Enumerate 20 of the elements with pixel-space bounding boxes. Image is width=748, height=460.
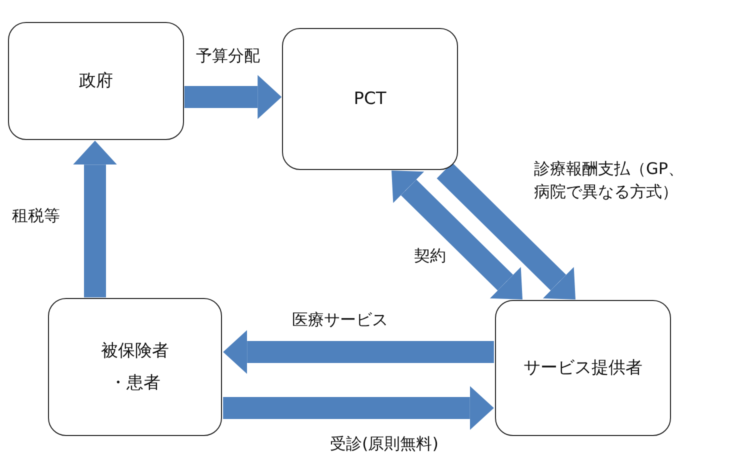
rounded-box [495, 300, 671, 436]
edge-label: 受診(原則無料) [330, 433, 438, 455]
box-label: 政府 [79, 70, 113, 93]
edge-label: 診療報酬支払（GP、病院で異なる方式） [534, 158, 686, 204]
edge-label: 契約 [414, 245, 446, 267]
block-arrow [223, 330, 494, 374]
block-arrow [184, 75, 282, 119]
block-arrow [73, 140, 117, 298]
block-arrow [223, 386, 494, 430]
box-label: サービス提供者 [524, 356, 642, 380]
edge-label: 租税等 [12, 205, 60, 227]
box-label: PCT [354, 88, 386, 111]
block-arrow [392, 170, 522, 300]
box-label: 被保険者・患者 [100, 340, 170, 395]
block-arrow [436, 162, 576, 300]
rounded-box [8, 22, 184, 140]
edge-label: 医療サービス [292, 309, 388, 331]
rounded-box [48, 298, 222, 436]
edge-label: 予算分配 [196, 45, 260, 67]
rounded-box [282, 28, 458, 170]
